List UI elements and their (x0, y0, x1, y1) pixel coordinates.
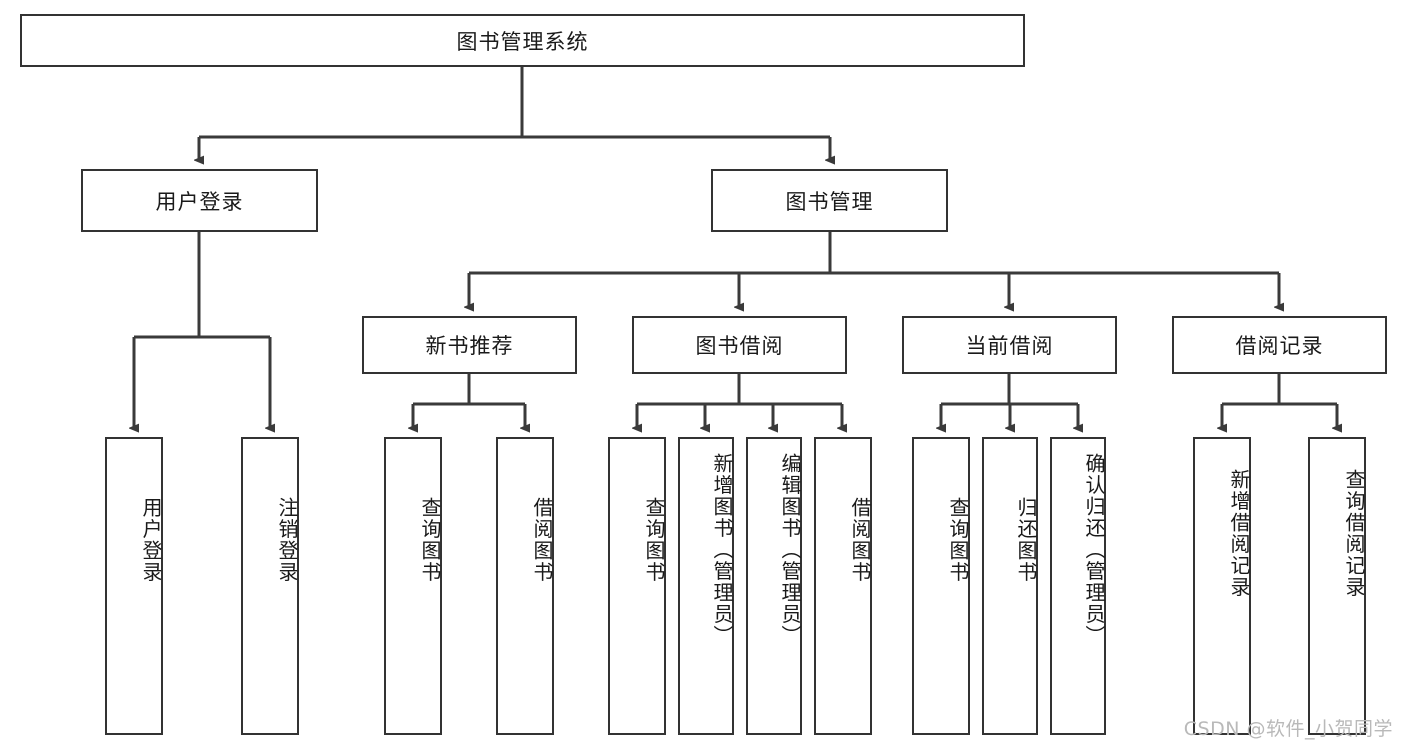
node-label: 图书借阅 (695, 334, 784, 358)
node-new-book-recommend[interactable]: 新书推荐 (362, 316, 577, 374)
node-leaf-add-book-admin[interactable]: 新增图书（管理员） (678, 437, 734, 735)
node-label: 用户登录 (139, 497, 163, 583)
node-label: 用户登录 (155, 189, 244, 214)
node-book-borrow[interactable]: 图书借阅 (632, 316, 847, 374)
node-label: 新增图书（管理员） (710, 453, 734, 647)
node-leaf-return-book[interactable]: 归还图书 (982, 437, 1038, 735)
node-leaf-borrow-book-new[interactable]: 借阅图书 (496, 437, 554, 735)
node-label: 图书管理系统 (456, 29, 589, 54)
node-leaf-query-book-borrow[interactable]: 查询图书 (608, 437, 666, 735)
node-label: 归还图书 (1014, 497, 1038, 583)
node-current-borrow[interactable]: 当前借阅 (902, 316, 1117, 374)
node-leaf-add-borrow-record[interactable]: 新增借阅记录 (1193, 437, 1251, 735)
node-label: 借阅记录 (1235, 334, 1324, 358)
node-label: 查询图书 (418, 497, 442, 583)
node-label: 确认归还（管理员） (1082, 453, 1106, 647)
node-label: 借阅图书 (848, 497, 872, 583)
node-label: 当前借阅 (965, 334, 1054, 358)
node-leaf-query-book-new[interactable]: 查询图书 (384, 437, 442, 735)
node-leaf-query-book-current[interactable]: 查询图书 (912, 437, 970, 735)
node-label: 新书推荐 (425, 334, 514, 358)
node-label: 编辑图书（管理员） (778, 453, 802, 647)
node-label: 注销登录 (275, 497, 299, 583)
node-label: 查询图书 (642, 497, 666, 583)
node-leaf-user-login[interactable]: 用户登录 (105, 437, 163, 735)
node-leaf-borrow-book-borrow[interactable]: 借阅图书 (814, 437, 872, 735)
node-label: 查询图书 (946, 497, 970, 583)
node-leaf-user-logout[interactable]: 注销登录 (241, 437, 299, 735)
node-user-login[interactable]: 用户登录 (81, 169, 318, 232)
node-label: 查询借阅记录 (1342, 469, 1366, 598)
csdn-watermark: CSDN @软件_小贺同学 (1183, 718, 1393, 740)
node-leaf-query-borrow-record[interactable]: 查询借阅记录 (1308, 437, 1366, 735)
node-label: 新增借阅记录 (1227, 469, 1251, 598)
node-book-manage[interactable]: 图书管理 (711, 169, 948, 232)
node-label: 借阅图书 (530, 497, 554, 583)
node-leaf-edit-book-admin[interactable]: 编辑图书（管理员） (746, 437, 802, 735)
node-leaf-confirm-return-admin[interactable]: 确认归还（管理员） (1050, 437, 1106, 735)
node-borrow-record[interactable]: 借阅记录 (1172, 316, 1387, 374)
node-label: 图书管理 (785, 189, 874, 214)
node-root-system[interactable]: 图书管理系统 (20, 14, 1025, 67)
